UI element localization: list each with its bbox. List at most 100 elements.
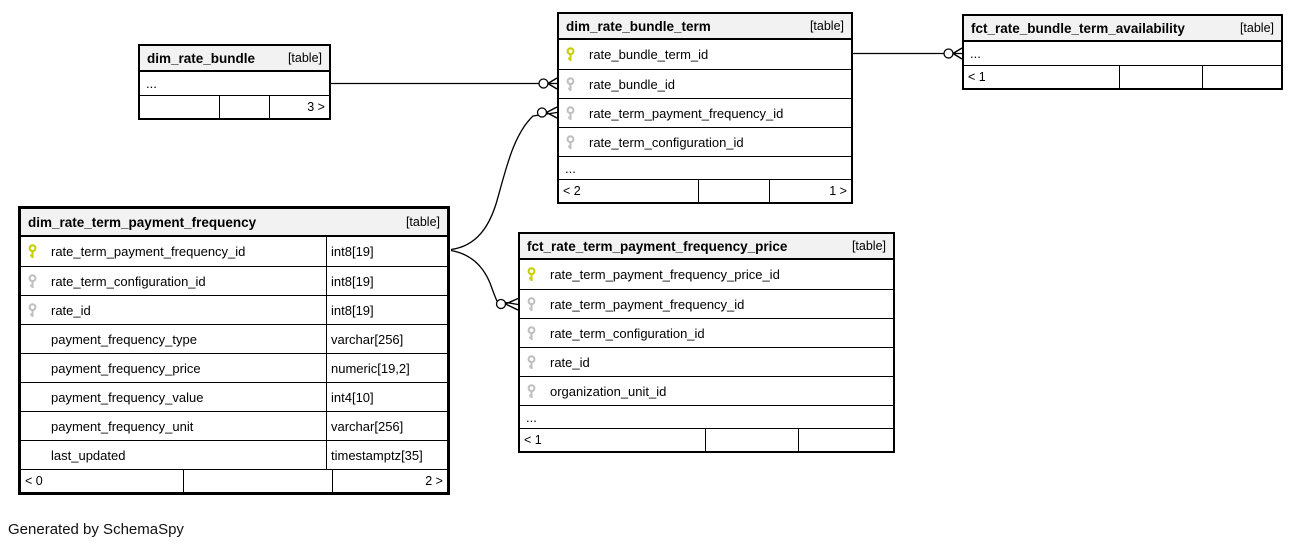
table-footer: 3 > — [140, 95, 329, 118]
relation-line-frequency-to-term — [450, 111, 558, 251]
table-fct_rate_term_payment_frequency_price[interactable]: fct_rate_term_payment_frequency_price[ta… — [518, 232, 895, 453]
table-name: dim_rate_bundle_term — [566, 18, 711, 34]
footer-cell: 2 > — [331, 470, 447, 492]
column-row[interactable]: payment_frequency_value int4[10] — [21, 382, 447, 411]
column-name: rate_bundle_term_id — [589, 47, 709, 62]
table-footer: < 1 — [520, 428, 893, 451]
column-name: payment_frequency_price — [51, 360, 201, 376]
table-dim_rate_bundle_term[interactable]: dim_rate_bundle_term [table] rate_bundle_t… — [557, 12, 853, 204]
column-row[interactable]: last_updated timestamptz[35] — [21, 440, 447, 469]
footer-cell — [704, 429, 798, 451]
column-name: ... — [565, 160, 576, 176]
column-name: payment_frequency_type — [51, 331, 197, 347]
cardinality-circle — [536, 107, 548, 118]
column-row[interactable]: payment_frequency_price numeric[19,2] — [21, 353, 447, 382]
table-name: dim_rate_bundle — [147, 50, 256, 66]
column-row[interactable]: rate_bundle_id — [559, 69, 851, 98]
column-name: payment_frequency_unit — [51, 418, 194, 434]
crowfoot — [546, 106, 558, 119]
ellipsis-row[interactable]: ... — [140, 72, 329, 95]
table-tag: [table] — [809, 19, 844, 33]
column-name: rate_id — [51, 302, 91, 318]
footer-cell — [697, 180, 770, 202]
footer-cell: < 1 — [968, 70, 986, 84]
column-type: varchar[256] — [326, 412, 447, 440]
table-tag: [table] — [1239, 21, 1274, 35]
column-name: last_updated — [51, 447, 126, 463]
column-row[interactable]: organization_unit_id — [520, 376, 893, 405]
foreign-key-icon — [526, 383, 550, 399]
column-type: numeric[19,2] — [326, 354, 447, 382]
column-name: rate_term_configuration_id — [550, 325, 705, 341]
ellipsis-row[interactable]: ... — [559, 156, 851, 179]
column-name: rate_term_configuration_id — [51, 273, 206, 289]
table-name: fct_rate_term_payment_frequency_price — [527, 238, 788, 254]
column-row[interactable]: rate_term_payment_frequency_id — [520, 289, 893, 318]
column-row[interactable]: rate_id int8[19] — [21, 295, 447, 324]
footer-cell — [797, 429, 893, 451]
column-name: rate_term_payment_frequency_price_id — [550, 267, 780, 282]
foreign-key-icon — [526, 325, 550, 341]
foreign-key-icon — [565, 134, 589, 150]
column-row[interactable]: payment_frequency_unit varchar[256] — [21, 411, 447, 440]
column-row[interactable]: rate_term_configuration_id int8[19] — [21, 266, 447, 295]
cardinality-circle — [495, 298, 507, 310]
column-row[interactable]: rate_term_payment_frequency_price_id — [520, 260, 893, 289]
table-fct_rate_bundle_term_availability[interactable]: fct_rate_bundle_term_availability [table]… — [962, 14, 1283, 90]
table-title-bar[interactable]: dim_rate_term_payment_frequency[table] — [21, 209, 447, 237]
primary-key-icon — [526, 267, 550, 282]
column-name: payment_frequency_value — [51, 389, 204, 405]
column-row[interactable]: rate_term_configuration_id — [520, 318, 893, 347]
table-title-bar[interactable]: fct_rate_bundle_term_availability [table] — [964, 16, 1281, 42]
column-type: int8[19] — [326, 267, 447, 295]
footer-cell: < 0 — [25, 474, 43, 488]
column-type: int8[19] — [326, 237, 447, 266]
foreign-key-icon — [27, 273, 51, 289]
table-dim_rate_bundle[interactable]: dim_rate_bundle[table]... 3 > — [138, 44, 331, 120]
primary-key-icon — [565, 47, 589, 62]
column-name: organization_unit_id — [550, 383, 667, 399]
crowfoot — [547, 77, 558, 90]
column-name: ... — [146, 76, 157, 91]
ellipsis-row[interactable]: ... — [520, 405, 893, 428]
foreign-key-icon — [526, 354, 550, 370]
foreign-key-icon — [565, 76, 589, 92]
primary-key-icon — [27, 244, 51, 259]
footer-cell: < 1 — [524, 433, 542, 447]
column-type: int8[19] — [326, 296, 447, 324]
table-dim_rate_term_payment_frequency[interactable]: dim_rate_term_payment_frequency[table]ra… — [18, 206, 450, 495]
table-title-bar[interactable]: fct_rate_term_payment_frequency_price[ta… — [520, 234, 893, 260]
column-name: rate_id — [550, 354, 590, 370]
table-title-bar[interactable]: dim_rate_bundle_term [table] — [559, 14, 851, 40]
column-row[interactable]: rate_id — [520, 347, 893, 376]
table-title-bar[interactable]: dim_rate_bundle[table] — [140, 46, 329, 72]
column-row[interactable]: rate_bundle_term_id — [559, 40, 851, 69]
table-tag: [table] — [405, 215, 440, 229]
footer-cell — [1119, 66, 1201, 88]
crowfoot — [505, 297, 519, 311]
column-row[interactable]: rate_term_configuration_id — [559, 127, 851, 156]
column-row[interactable]: rate_term_payment_frequency_id — [559, 98, 851, 127]
crowfoot — [952, 47, 963, 60]
table-footer: < 0 2 > — [21, 469, 447, 492]
footer-cell: 3 > — [268, 96, 329, 118]
footer-cell — [1201, 66, 1281, 88]
column-name: rate_term_configuration_id — [589, 134, 744, 150]
column-name: ... — [526, 409, 537, 425]
generator-caption: Generated by SchemaSpy — [8, 521, 184, 538]
table-name: fct_rate_bundle_term_availability — [971, 20, 1185, 36]
foreign-key-icon — [526, 296, 550, 312]
relation-line-frequency-to-price — [450, 249, 519, 306]
column-name: ... — [970, 46, 981, 61]
ellipsis-row[interactable]: ... — [964, 42, 1281, 65]
foreign-key-icon — [27, 302, 51, 318]
cardinality-circle — [538, 78, 549, 89]
table-footer: < 1 — [964, 65, 1281, 88]
column-type: int4[10] — [326, 383, 447, 411]
column-type: timestamptz[35] — [326, 441, 447, 469]
footer-cell — [140, 96, 219, 118]
